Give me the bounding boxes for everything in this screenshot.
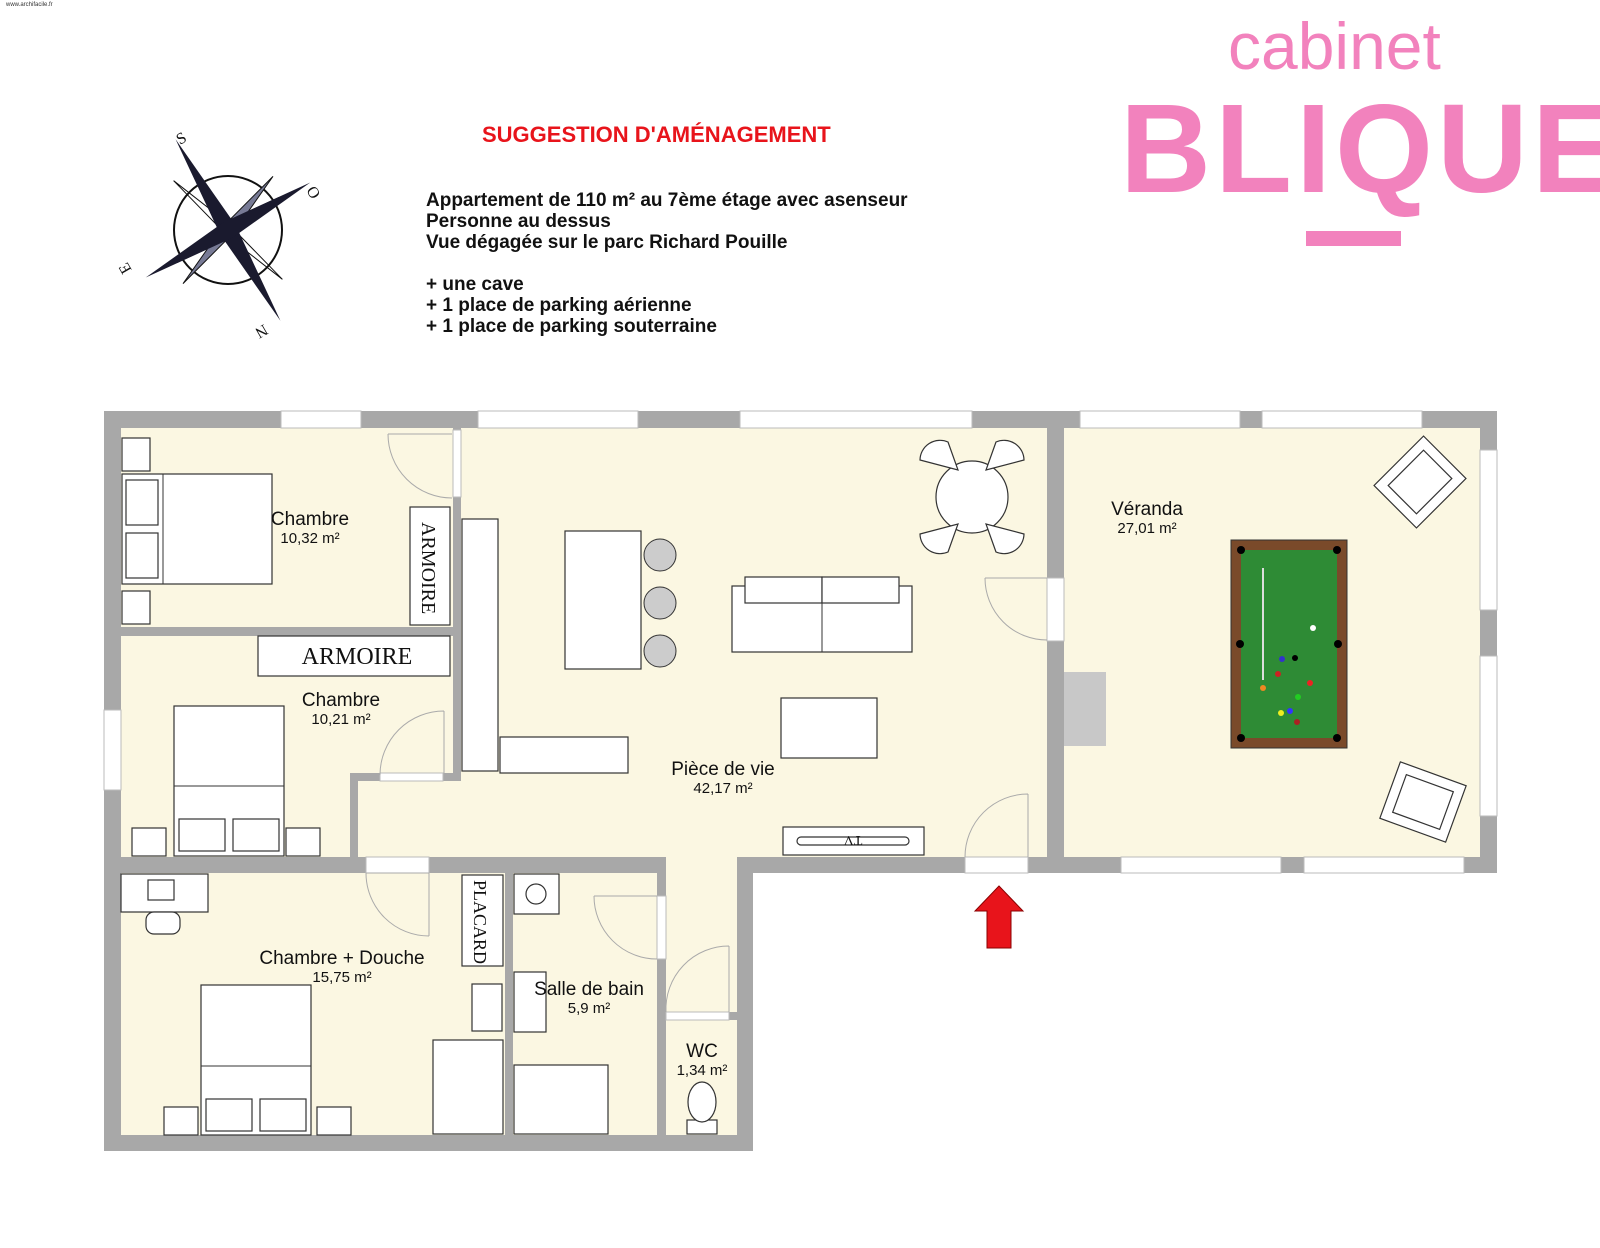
room-area: 15,75 m²: [312, 969, 371, 986]
sink: [471, 983, 503, 1032]
doors: [365, 433, 1048, 1013]
armoire1: [409, 506, 451, 626]
logo-blique: BLIQUE: [1120, 78, 1600, 219]
room-name: Chambre: [302, 690, 380, 711]
compass-n: N: [252, 321, 271, 342]
room-area: 10,21 m²: [311, 711, 370, 728]
room-name: Salle de bain: [534, 979, 644, 1000]
compass-icon: S O E N: [116, 129, 323, 341]
bed-chambre2: [131, 705, 321, 857]
bed-chambre3: [163, 984, 352, 1136]
page-title: SUGGESTION D'AMÉNAGEMENT: [482, 122, 831, 147]
shower-chambre3: [432, 1039, 504, 1135]
room-area: 5,9 m²: [568, 1000, 611, 1017]
toilet: [686, 1081, 718, 1135]
shower-sdb: [513, 1064, 609, 1135]
bed-chambre1: [121, 437, 273, 625]
armchair: [1379, 761, 1467, 843]
room-name: Pièce de vie: [671, 759, 775, 780]
description-line: + 1 place de parking souterraine: [426, 316, 717, 337]
room-area: 10,32 m²: [280, 530, 339, 547]
sink-sdb: [513, 971, 547, 1033]
sofa: [731, 576, 913, 653]
armoire1-label: ARMOIRE: [417, 522, 439, 614]
room-name: WC: [686, 1041, 718, 1062]
windows: [103, 410, 1498, 1021]
room-area: 27,01 m²: [1117, 520, 1176, 537]
placard-label: PLACARD: [470, 880, 490, 964]
compass-s: S: [174, 129, 190, 148]
room-area: 42,17 m²: [693, 780, 752, 797]
compass-o: O: [303, 184, 324, 203]
description-line: Personne au dessus: [426, 211, 611, 232]
dining-table: [919, 439, 1025, 555]
logo-cabinet: cabinet: [1228, 9, 1441, 83]
fireplace: [1064, 672, 1106, 746]
description-line: Vue dégagée sur le parc Richard Pouille: [426, 232, 788, 253]
description-line: + 1 place de parking aérienne: [426, 295, 692, 316]
placard: [461, 874, 504, 967]
room-area: 1,34 m²: [677, 1062, 728, 1079]
billiard-table: [1230, 539, 1348, 749]
logo-bar: [1306, 231, 1401, 246]
room-name: Chambre + Douche: [259, 948, 424, 969]
tv-label: TV: [844, 832, 863, 847]
room-name: Chambre: [271, 509, 349, 530]
compass-e: E: [116, 260, 136, 277]
armchair: [1373, 435, 1467, 529]
coffee-table: [780, 697, 878, 759]
kitchen: [461, 518, 677, 774]
credit-text: www.archifacile.fr: [6, 2, 53, 8]
armoire2: [257, 635, 451, 677]
armoire2-label: ARMOIRE: [302, 644, 413, 670]
desk: [120, 873, 209, 935]
description-line: + une cave: [426, 274, 524, 295]
entrance-arrow-icon: [973, 885, 1025, 949]
room-name: Véranda: [1111, 499, 1183, 520]
description-line: Appartement de 110 m² au 7ème étage avec…: [426, 190, 908, 211]
